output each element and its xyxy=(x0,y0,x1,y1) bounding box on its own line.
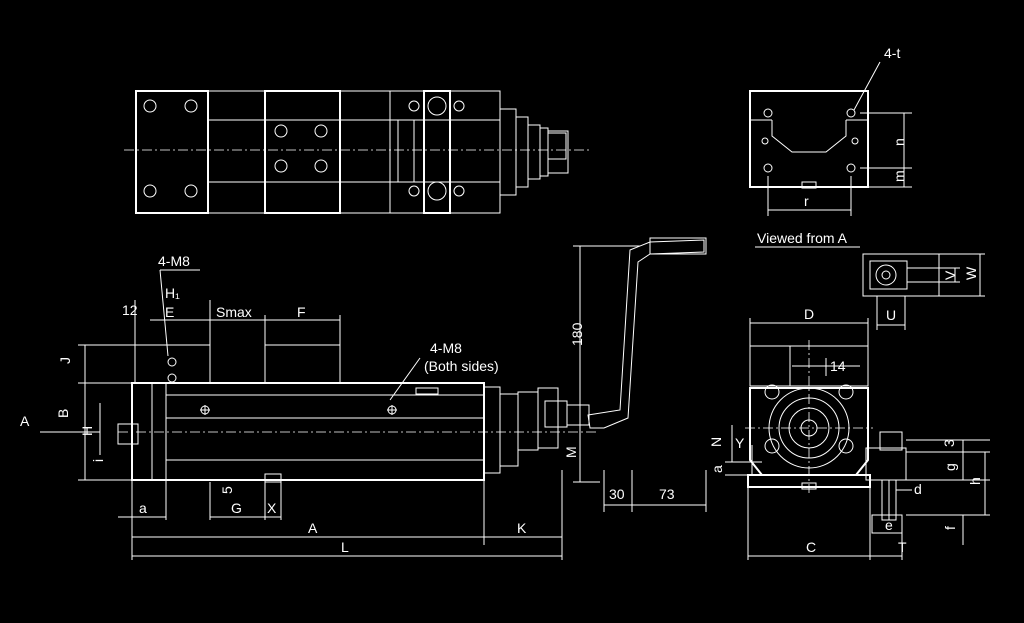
label-j-upper: J xyxy=(57,357,73,364)
label-30: 30 xyxy=(609,486,625,502)
label-e-upper: E xyxy=(165,304,174,320)
label-14: 14 xyxy=(830,358,846,374)
label-l-upper: L xyxy=(341,539,349,555)
front-view xyxy=(40,237,707,560)
label-x-upper: X xyxy=(267,500,277,516)
label-y-upper: Y xyxy=(735,435,745,451)
label-g-lower: g xyxy=(942,463,958,471)
detail-view-a xyxy=(755,246,985,330)
label-m-lower: m xyxy=(891,170,907,182)
label-u-upper: U xyxy=(886,307,896,323)
label-5: 5 xyxy=(219,486,235,494)
label-h-lower: h xyxy=(967,477,983,485)
label-viewed-from-a: Viewed from A xyxy=(757,230,848,246)
label-a-arrow: A xyxy=(20,413,30,429)
label-n-upper: N xyxy=(708,437,724,447)
end-section-view xyxy=(725,318,990,560)
label-a-lower: a xyxy=(139,500,147,516)
label-w-upper: W xyxy=(963,266,979,280)
label-i-lower: i xyxy=(90,459,106,462)
mount-hole-icons xyxy=(143,96,465,201)
label-d-lower: d xyxy=(914,481,922,497)
label-c-upper: C xyxy=(806,539,816,555)
label-d-upper: D xyxy=(804,306,814,322)
label-h-upper: H xyxy=(79,426,95,436)
dimension-labels: 4-t Viewed from A 4-M8 4-M8 (Both sides)… xyxy=(20,45,983,555)
label-t-upper: T xyxy=(898,539,907,555)
label-g-upper: G xyxy=(231,500,242,516)
label-180: 180 xyxy=(569,322,585,346)
label-h1: H₁ xyxy=(165,285,180,301)
label-4-m8-left: 4-M8 xyxy=(158,253,190,269)
label-smax: Smax xyxy=(216,304,252,320)
label-e-lower: e xyxy=(885,517,893,533)
label-f-lower: f xyxy=(942,526,958,530)
label-r-lower: r xyxy=(804,193,809,209)
label-m-upper: M xyxy=(563,446,579,458)
label-3: 3 xyxy=(941,439,957,447)
label-f-upper: F xyxy=(297,304,306,320)
label-n-lower: n xyxy=(891,138,907,146)
label-b-upper: B xyxy=(55,409,71,418)
label-k-upper: K xyxy=(517,520,527,536)
label-4-m8-side: 4-M8 xyxy=(430,340,462,356)
label-4-t: 4-t xyxy=(884,45,900,61)
label-12: 12 xyxy=(122,302,138,318)
end-view xyxy=(749,61,912,216)
label-a-lower-end: a xyxy=(709,465,725,473)
label-both-sides: (Both sides) xyxy=(424,358,499,374)
top-view xyxy=(124,90,590,214)
label-a-upper: A xyxy=(308,520,318,536)
label-v-upper: V xyxy=(942,270,958,280)
label-73: 73 xyxy=(659,486,675,502)
